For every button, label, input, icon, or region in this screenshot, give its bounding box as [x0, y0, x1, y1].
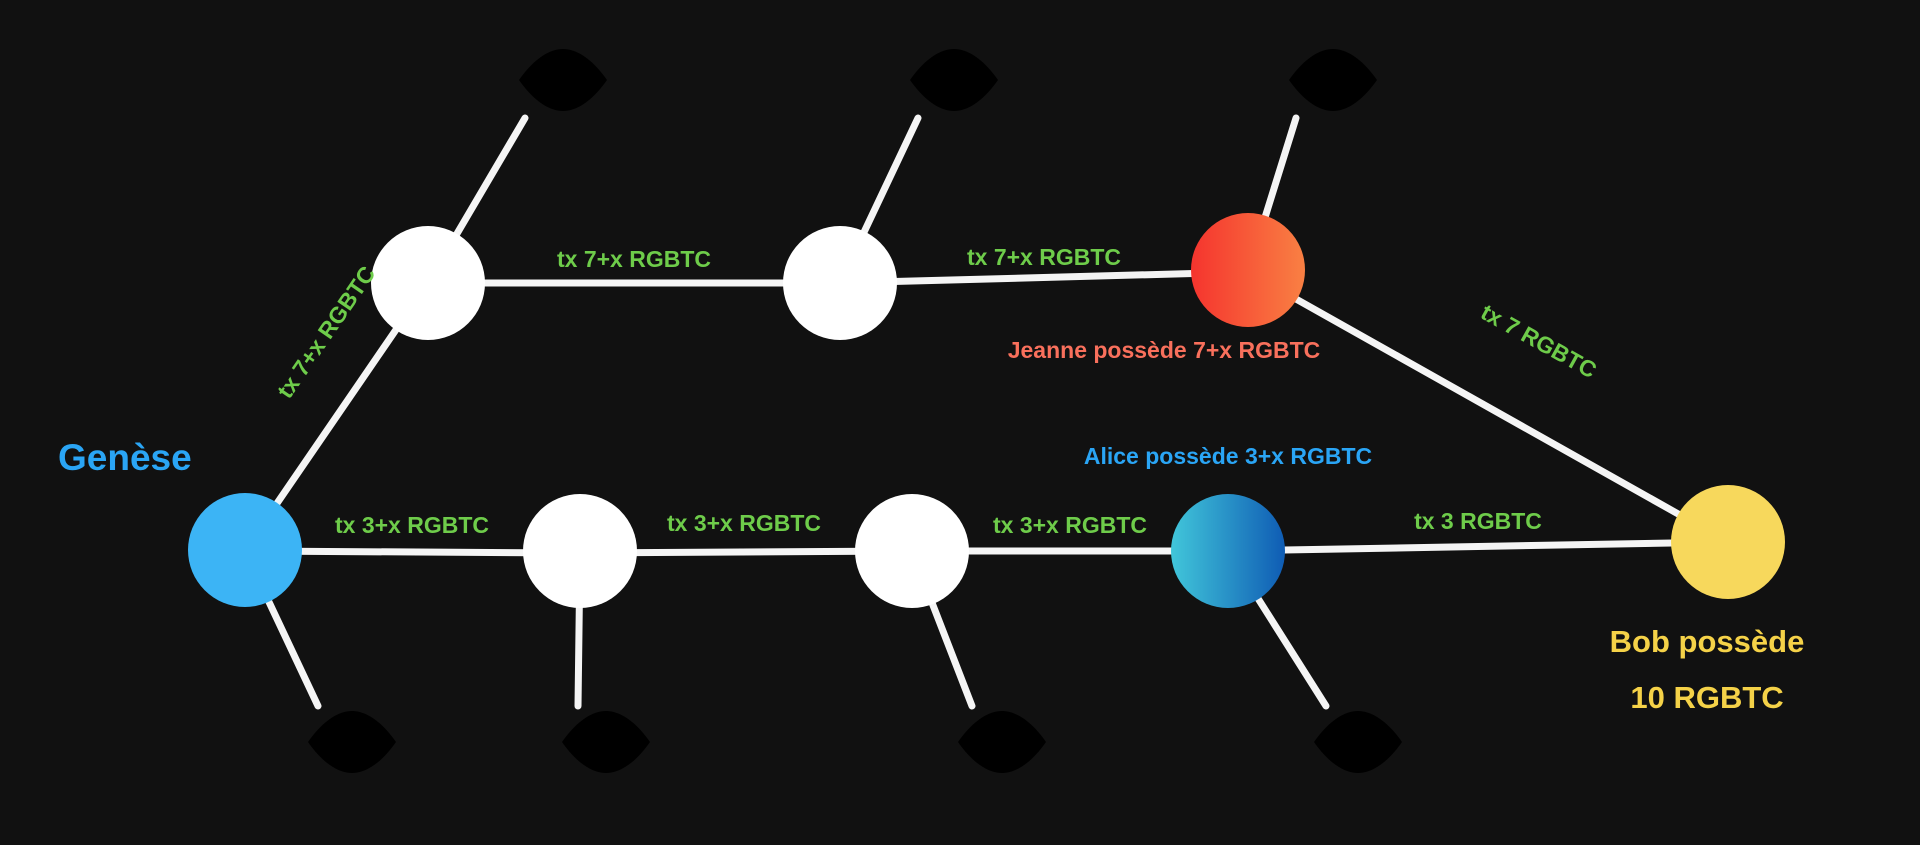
intermediate-node-1[interactable]	[371, 226, 485, 340]
edge-label-top1-to-top2: tx 7+x RGBTC	[557, 246, 711, 272]
edge-label-genesis-to-bot1: tx 3+x RGBTC	[335, 512, 489, 538]
edge-label-bot1-to-bot2: tx 3+x RGBTC	[667, 510, 821, 536]
eye-off-icon	[560, 696, 652, 788]
edge-jeanne-to-bob	[1244, 268, 1732, 546]
owner-labels-layer: Genèse Jeanne possède 7+x RGBTC Alice po…	[58, 337, 1804, 715]
edge-label-top2-to-jeanne: tx 7+x RGBTC	[967, 244, 1121, 270]
edge-alice-to-bob	[1224, 538, 1732, 555]
nodes-layer	[188, 213, 1785, 608]
edge-top2-to-jeanne	[836, 268, 1252, 287]
alice-owner-label: Alice possède 3+x RGBTC	[1084, 443, 1372, 469]
edge-label-jeanne-to-bob: tx 7 RGBTC	[1477, 299, 1601, 384]
bob-node[interactable]	[1671, 485, 1785, 599]
eye-stems-layer	[241, 114, 1330, 710]
eye-off-icon	[908, 34, 1000, 126]
eye-off-icon	[306, 696, 398, 788]
genesis-node[interactable]	[188, 493, 302, 607]
intermediate-node-2[interactable]	[783, 226, 897, 340]
genesis-label: Genèse	[58, 437, 192, 478]
intermediate-node-4[interactable]	[855, 494, 969, 608]
eye-off-icon	[1287, 34, 1379, 126]
alice-node[interactable]	[1171, 494, 1285, 608]
eye-off-icon	[1312, 696, 1404, 788]
edge-label-bot2-to-alice: tx 3+x RGBTC	[993, 512, 1147, 538]
jeanne-node[interactable]	[1191, 213, 1305, 327]
eye-off-icons-layer	[306, 34, 1404, 788]
edge-label-alice-to-bob: tx 3 RGBTC	[1414, 508, 1542, 534]
eye-off-icon	[517, 34, 609, 126]
bob-owner-label-line2: 10 RGBTC	[1630, 680, 1783, 715]
intermediate-node-3[interactable]	[523, 494, 637, 608]
eye-off-icon	[956, 696, 1048, 788]
jeanne-owner-label: Jeanne possède 7+x RGBTC	[1008, 337, 1321, 363]
bob-owner-label-line1: Bob possède	[1610, 624, 1805, 659]
